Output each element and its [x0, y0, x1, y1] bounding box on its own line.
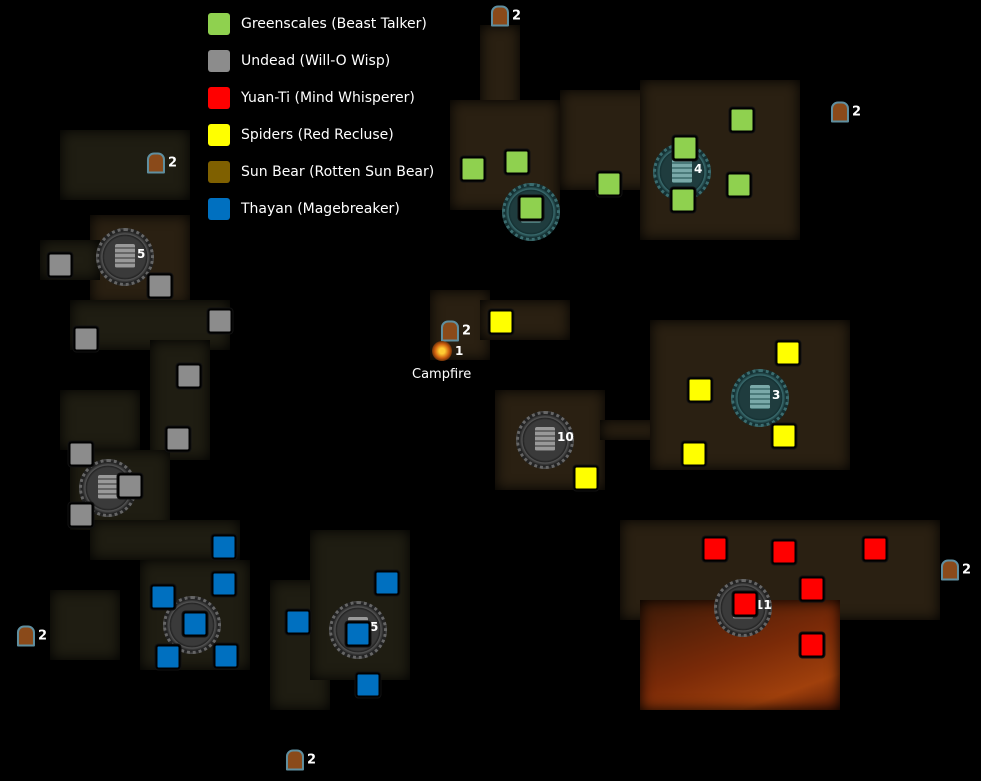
- thayan-marker[interactable]: [374, 570, 400, 596]
- legend-item-sun-bear: Sun Bear (Rotten Sun Bear): [208, 160, 434, 184]
- legend-swatch: [208, 13, 230, 35]
- legend: Greenscales (Beast Talker) Undead (Will-…: [208, 12, 434, 234]
- door-marker[interactable]: 2: [285, 749, 316, 771]
- door-icon: [285, 749, 304, 771]
- door-icon: [146, 152, 165, 174]
- thayan-marker[interactable]: [285, 609, 311, 635]
- spiders-marker[interactable]: [771, 423, 797, 449]
- legend-swatch: [208, 87, 230, 109]
- legend-swatch: [208, 124, 230, 146]
- door-icon: [490, 5, 509, 27]
- yuan-ti-marker[interactable]: [771, 539, 797, 565]
- boss-altar-icon[interactable]: 10: [516, 411, 574, 469]
- legend-swatch: [208, 50, 230, 72]
- greenscales-marker[interactable]: [518, 195, 544, 221]
- spiders-marker[interactable]: [687, 377, 713, 403]
- door-icon: [440, 320, 459, 342]
- yuan-ti-marker[interactable]: [732, 591, 758, 617]
- door-icon: [16, 625, 35, 647]
- campfire-icon: [432, 341, 452, 361]
- spiders-marker[interactable]: [775, 340, 801, 366]
- yuan-ti-marker[interactable]: [799, 576, 825, 602]
- thayan-marker[interactable]: [150, 584, 176, 610]
- yuan-ti-marker[interactable]: [799, 632, 825, 658]
- undead-marker[interactable]: [176, 363, 202, 389]
- legend-item-thayan: Thayan (Magebreaker): [208, 197, 434, 221]
- door-marker[interactable]: 2: [146, 152, 177, 174]
- thayan-marker[interactable]: [213, 643, 239, 669]
- legend-item-spiders: Spiders (Red Recluse): [208, 123, 434, 147]
- campfire-marker[interactable]: 1: [432, 341, 463, 361]
- undead-marker[interactable]: [207, 308, 233, 334]
- thayan-marker[interactable]: [211, 534, 237, 560]
- yuan-ti-marker[interactable]: [702, 536, 728, 562]
- greenscales-marker[interactable]: [596, 171, 622, 197]
- thayan-marker[interactable]: [345, 621, 371, 647]
- legend-item-greenscales: Greenscales (Beast Talker): [208, 12, 434, 36]
- door-icon: [940, 559, 959, 581]
- undead-marker[interactable]: [165, 426, 191, 452]
- door-marker[interactable]: 2: [830, 101, 861, 123]
- legend-item-yuan-ti: Yuan-Ti (Mind Whisperer): [208, 86, 434, 110]
- door-marker[interactable]: 2: [490, 5, 521, 27]
- thayan-marker[interactable]: [155, 644, 181, 670]
- campfire-label: Campfire: [412, 367, 472, 382]
- legend-item-undead: Undead (Will-O Wisp): [208, 49, 434, 73]
- undead-marker[interactable]: [68, 441, 94, 467]
- greenscales-marker[interactable]: [729, 107, 755, 133]
- spiders-marker[interactable]: [488, 309, 514, 335]
- greenscales-marker[interactable]: [672, 135, 698, 161]
- yuan-ti-marker[interactable]: [862, 536, 888, 562]
- greenscales-marker[interactable]: [460, 156, 486, 182]
- undead-marker[interactable]: [68, 502, 94, 528]
- greenscales-marker[interactable]: [670, 187, 696, 213]
- undead-marker[interactable]: [73, 326, 99, 352]
- boss-altar-icon[interactable]: 5: [96, 228, 154, 286]
- greenscales-marker[interactable]: [504, 149, 530, 175]
- undead-marker[interactable]: [117, 473, 143, 499]
- greenscales-marker[interactable]: [726, 172, 752, 198]
- legend-swatch: [208, 161, 230, 183]
- thayan-marker[interactable]: [211, 571, 237, 597]
- door-marker[interactable]: 2: [16, 625, 47, 647]
- boss-altar-icon[interactable]: 3: [731, 369, 789, 427]
- door-marker[interactable]: 2: [940, 559, 971, 581]
- door-icon: [830, 101, 849, 123]
- spiders-marker[interactable]: [573, 465, 599, 491]
- thayan-marker[interactable]: [355, 672, 381, 698]
- door-marker[interactable]: 2: [440, 320, 471, 342]
- thayan-marker[interactable]: [182, 611, 208, 637]
- undead-marker[interactable]: [147, 273, 173, 299]
- spiders-marker[interactable]: [681, 441, 707, 467]
- legend-swatch: [208, 198, 230, 220]
- undead-marker[interactable]: [47, 252, 73, 278]
